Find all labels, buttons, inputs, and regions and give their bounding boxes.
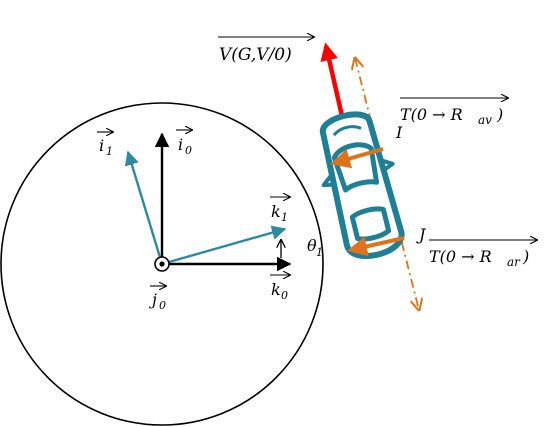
label-point-J: J: [416, 225, 427, 244]
label-i0: i 0: [176, 130, 192, 157]
label-k0-main: k: [271, 280, 281, 299]
label-T-ar: T(0 → R ar ): [429, 240, 537, 269]
force-rear: [347, 236, 405, 257]
label-k0: k 0: [270, 275, 290, 302]
label-theta-main: θ: [307, 236, 317, 255]
label-theta-sub: 1: [316, 246, 323, 259]
label-T-av-main: T(0 → R: [400, 105, 463, 124]
label-T-av-sub: av: [478, 113, 492, 127]
velocity-vector: [320, 42, 345, 117]
car-mirror-left: [321, 173, 334, 188]
label-point-I: I: [395, 123, 403, 142]
force-front: [330, 147, 384, 169]
label-i0-sub: 0: [185, 144, 192, 157]
label-T-ar-close: ): [522, 247, 529, 266]
car-rear-window: [349, 206, 392, 242]
label-k1: k 1: [270, 197, 290, 224]
label-theta: θ 1: [307, 236, 323, 259]
label-i0-main: i: [178, 135, 183, 154]
axis-k1-arrow: [161, 225, 287, 266]
label-k1-sub: 1: [281, 211, 288, 224]
car-windshield: [331, 142, 380, 193]
car-axis-line: [355, 58, 419, 310]
label-j0-main: j: [149, 290, 157, 309]
label-i1-sub: 1: [106, 145, 113, 158]
car-mirror-right: [380, 158, 395, 172]
label-velocity-text: V(G,V/0): [219, 45, 292, 65]
label-k0-sub: 0: [281, 289, 288, 302]
axis-i1-arrow: [124, 150, 164, 265]
label-j0: j 0: [149, 286, 166, 312]
label-T-av-close: ): [496, 105, 503, 124]
axis-j0-dot: [159, 261, 165, 267]
car-front-detail: [332, 125, 362, 137]
label-k1-main: k: [271, 202, 281, 221]
label-T-av: T(0 → R av ): [400, 98, 508, 127]
label-T-ar-sub: ar: [507, 255, 521, 269]
label-T-ar-main: T(0 → R: [429, 247, 492, 266]
track-circle: [0, 102, 324, 426]
label-j0-sub: 0: [159, 299, 166, 312]
label-i1: i 1: [97, 132, 113, 158]
label-velocity: V(G,V/0): [218, 37, 314, 65]
label-i1-main: i: [99, 136, 104, 155]
